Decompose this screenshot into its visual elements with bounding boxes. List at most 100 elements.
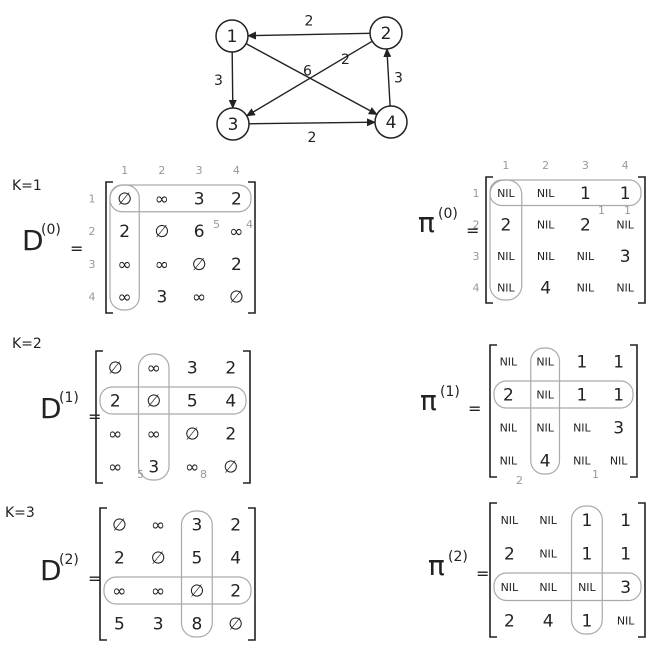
pi-cell: 1 — [581, 544, 592, 564]
pi-cell: 3 — [620, 578, 631, 598]
graph-node-label: 3 — [228, 115, 239, 135]
pi-cell: 4 — [540, 278, 551, 298]
pi-cell: NIL — [497, 250, 515, 263]
graph-node-label: 1 — [227, 27, 238, 47]
graph-edge-2-3 — [245, 40, 373, 117]
column-header: 2 — [542, 159, 549, 172]
column-header: 3 — [196, 164, 203, 177]
d-cell: ∅ — [192, 255, 207, 275]
d-cell: 8 — [191, 615, 202, 635]
pi-matrix-superscript: (2) — [448, 549, 468, 565]
d-highlight-oval — [137, 353, 170, 481]
d-matrix-name: D — [40, 554, 62, 587]
pi-cell: NIL — [573, 455, 591, 468]
row-header: 3 — [473, 250, 480, 263]
k-label: K=3 — [5, 505, 35, 521]
pi-highlight-oval — [489, 179, 523, 301]
graph-node-label: 2 — [381, 24, 392, 44]
d-cell: 3 — [156, 288, 167, 308]
pi-annotation: 2 — [516, 474, 523, 487]
d-matrix-right-bracket — [248, 181, 256, 314]
pi-annotation: 1 — [624, 204, 631, 217]
pi-cell: 2 — [503, 386, 514, 406]
d-cell: 2 — [230, 516, 241, 536]
pi-cell: NIL — [616, 218, 634, 231]
pi-cell: NIL — [577, 250, 595, 263]
d-cell: ∞ — [151, 582, 165, 602]
pi-cell: NIL — [497, 187, 515, 200]
pi-cell: 1 — [581, 611, 592, 631]
pi-highlight-oval — [570, 505, 603, 635]
d-matrix-left-bracket — [99, 507, 107, 641]
edge-weight-3-4: 2 — [308, 130, 317, 146]
pi-cell: 4 — [540, 452, 551, 472]
d-cell: ∅ — [146, 392, 161, 412]
d-cell: 2 — [114, 549, 125, 569]
d-highlight-oval — [109, 184, 140, 311]
pi-cell: NIL — [537, 218, 555, 231]
d-cell: 3 — [153, 615, 164, 635]
pi-matrix-right-bracket — [630, 344, 638, 478]
k-label: K=2 — [12, 336, 42, 352]
pi-matrix-name: π — [418, 206, 435, 239]
edge-weight-2-3: 6 — [303, 64, 312, 80]
d-cell: 3 — [148, 458, 159, 478]
d-cell: ∞ — [229, 222, 243, 242]
row-header: 4 — [473, 281, 480, 294]
d-cell: ∞ — [151, 516, 165, 536]
graph-edge-3-4 — [248, 118, 377, 127]
pi-cell: 1 — [581, 511, 592, 531]
edge-weight-1-3: 3 — [214, 73, 223, 89]
graph-node-3 — [216, 107, 250, 141]
pi-cell: 1 — [613, 353, 624, 373]
d-matrix-right-bracket — [243, 350, 251, 484]
pi-cell: 4 — [543, 611, 554, 631]
pi-cell: NIL — [539, 547, 557, 560]
graph-edge-4-2 — [383, 47, 392, 107]
edge-weight-1-4: 2 — [341, 52, 350, 68]
pi-annotation: 1 — [598, 204, 605, 217]
pi-cell: NIL — [497, 281, 515, 294]
pi-cell: NIL — [500, 422, 518, 435]
d-cell: ∅ — [151, 549, 166, 569]
d-matrix-left-bracket — [95, 350, 103, 484]
pi-cell: 1 — [580, 184, 591, 204]
graph-edge-1-3 — [228, 51, 237, 110]
d-cell: ∞ — [185, 458, 199, 478]
d-matrix-superscript: (2) — [59, 552, 79, 568]
pi-matrix-left-bracket — [485, 176, 493, 304]
pi-annotation: 1 — [592, 468, 599, 481]
pi-cell: NIL — [539, 514, 557, 527]
pi-matrix-superscript: (1) — [440, 384, 460, 400]
d-cell: ∅ — [189, 582, 204, 602]
d-highlight-oval — [99, 386, 247, 415]
pi-cell: NIL — [501, 514, 519, 527]
pi-matrix-superscript: (0) — [438, 206, 458, 222]
row-header: 1 — [473, 187, 480, 200]
d-cell: ∞ — [192, 288, 206, 308]
d-cell: 2 — [225, 359, 236, 379]
pi-cell: NIL — [539, 581, 557, 594]
pi-highlight-oval — [493, 380, 634, 409]
pi-cell: NIL — [578, 581, 596, 594]
d-cell: 5 — [114, 615, 125, 635]
equals-sign: = — [88, 569, 101, 588]
pi-cell: NIL — [501, 581, 519, 594]
d-annotation: 5 — [213, 218, 220, 231]
d-cell: ∅ — [228, 615, 243, 635]
pi-matrix-right-bracket — [638, 176, 646, 304]
d-annotation: 4 — [246, 218, 253, 231]
row-header: 1 — [89, 192, 96, 205]
column-header: 3 — [582, 159, 589, 172]
d-cell: 2 — [230, 582, 241, 602]
equals-sign: = — [88, 407, 101, 426]
d-annotation: 8 — [200, 468, 207, 481]
pi-highlight-oval — [493, 572, 642, 602]
d-matrix-right-bracket — [248, 507, 256, 641]
d-cell: ∅ — [108, 359, 123, 379]
pi-cell: NIL — [537, 250, 555, 263]
d-cell: ∞ — [147, 359, 161, 379]
pi-matrix-left-bracket — [489, 344, 497, 478]
pi-matrix-name: π — [420, 384, 437, 417]
